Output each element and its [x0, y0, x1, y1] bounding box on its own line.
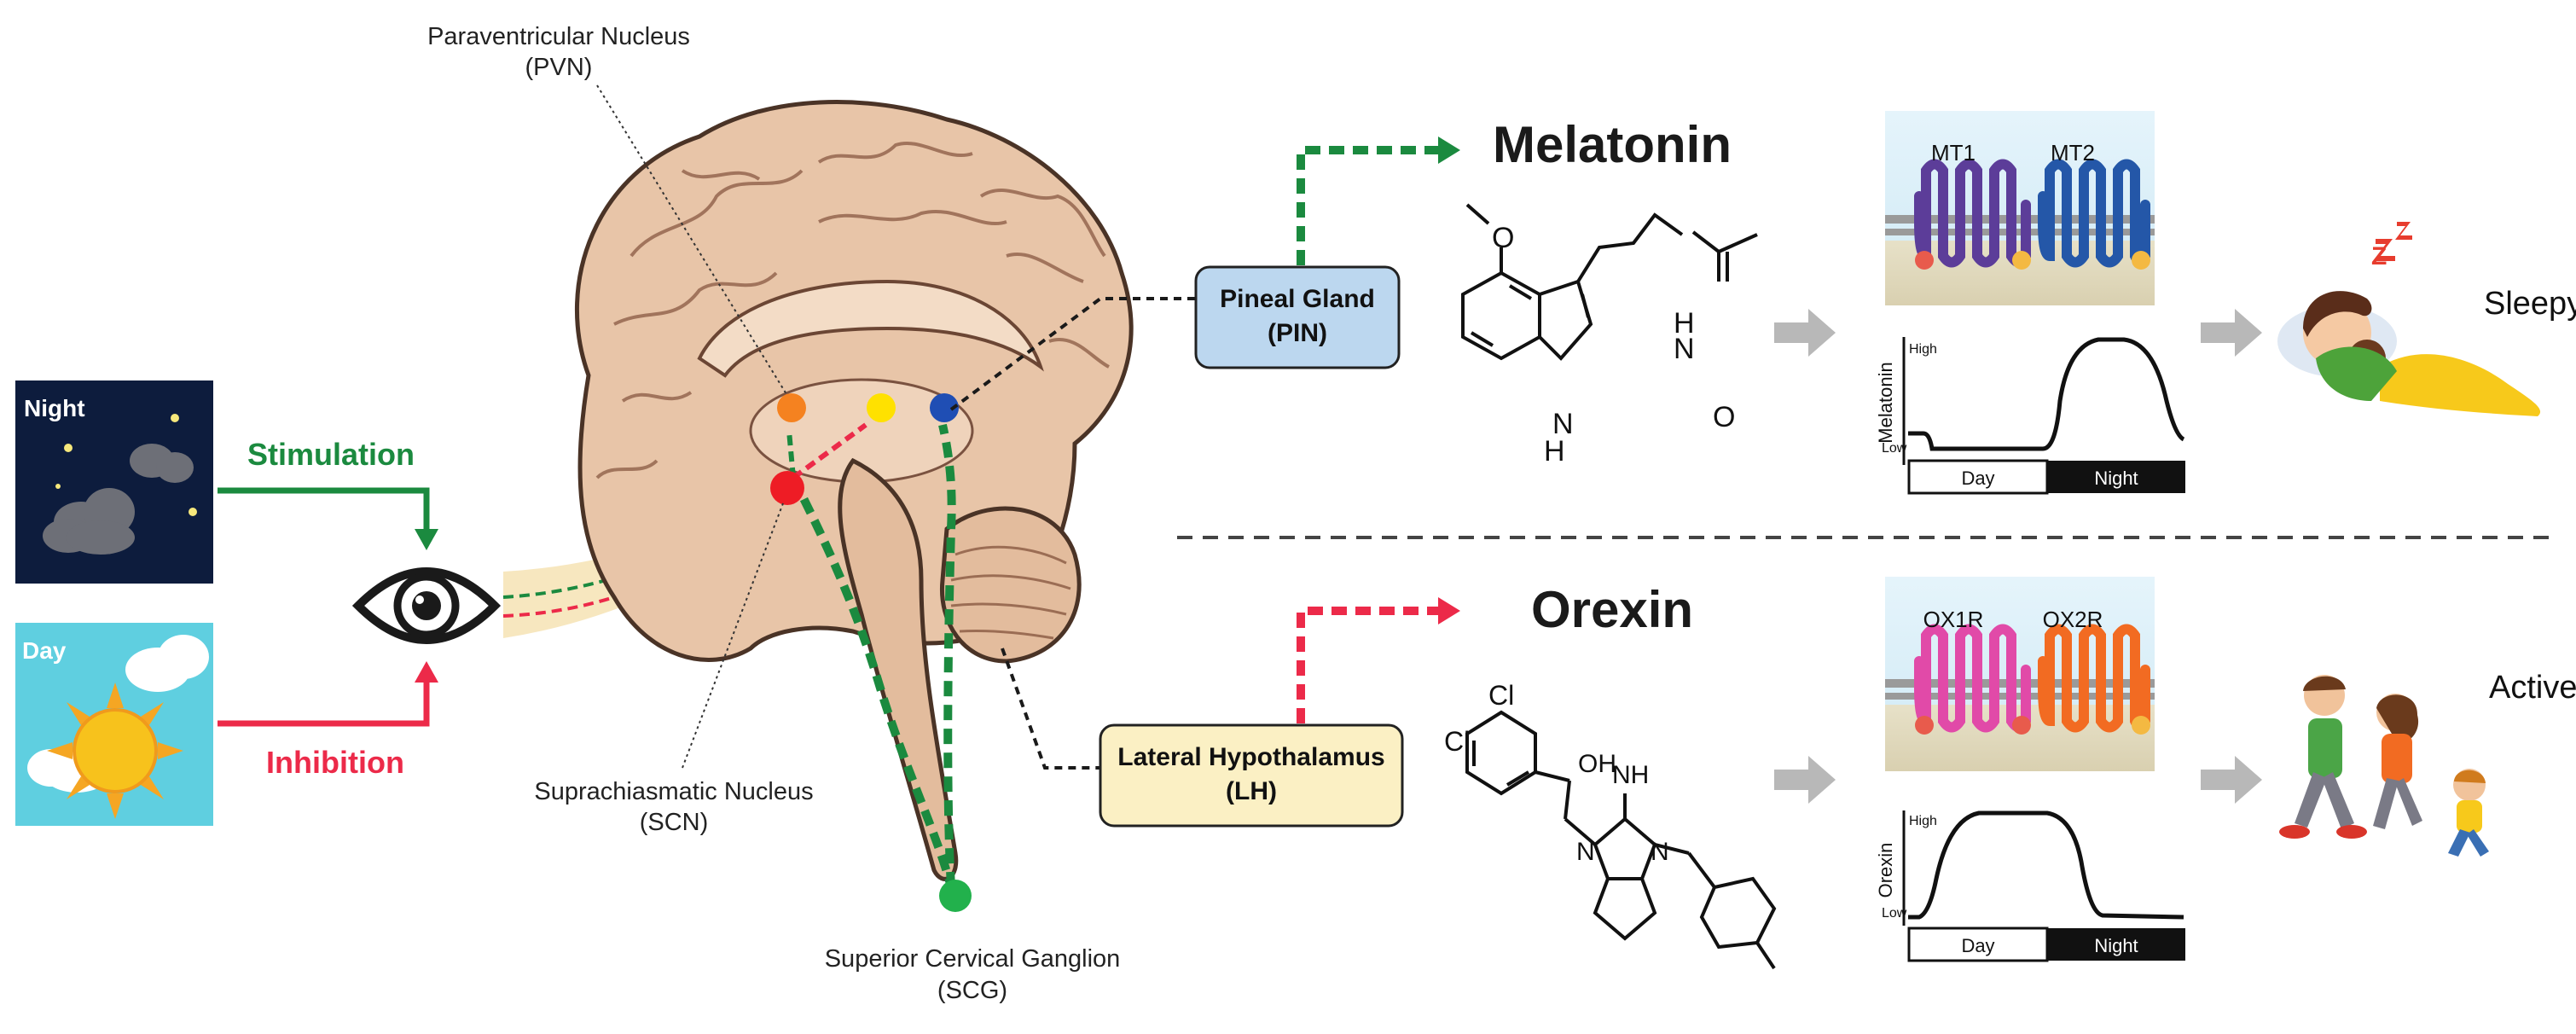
svg-text:Night: Night — [2094, 468, 2138, 489]
svg-text:H: H — [1674, 307, 1695, 340]
svg-text:Cl: Cl — [1488, 680, 1514, 711]
svg-text:Pineal Gland: Pineal Gland — [1220, 285, 1375, 313]
svg-text:Superior Cervical Ganglion: Superior Cervical Ganglion — [825, 945, 1121, 973]
melatonin-receptor-panel: MT1 MT2 — [1885, 111, 2155, 305]
svg-text:O: O — [1492, 222, 1514, 254]
running-family-icon — [2279, 675, 2489, 857]
svg-text:N: N — [1651, 838, 1669, 866]
eye-icon — [351, 567, 502, 644]
svg-text:Cl: Cl — [1444, 726, 1470, 757]
scn-label: Suprachiasmatic Nucleus (SCN) — [534, 502, 814, 836]
svg-text:(PVN): (PVN) — [525, 54, 593, 81]
svg-text:(SCN): (SCN) — [640, 809, 709, 836]
svg-text:Suprachiasmatic Nucleus: Suprachiasmatic Nucleus — [534, 778, 813, 805]
pineal-gland-box: Pineal Gland (PIN) — [949, 137, 1460, 411]
orexin-graph: Orexin High Low Day Night — [1875, 810, 2185, 962]
lh-nucleus — [867, 393, 896, 422]
svg-text:Low: Low — [1882, 441, 1907, 456]
scg-node — [939, 880, 972, 912]
melatonin-title: Melatonin — [1493, 116, 1732, 173]
svg-text:N: N — [1674, 333, 1695, 365]
svg-text:OH: OH — [1578, 750, 1616, 778]
svg-text:MT2: MT2 — [2051, 140, 2095, 166]
day-panel: Day — [15, 623, 213, 826]
svg-text:MT1: MT1 — [1931, 140, 1976, 166]
melatonin-structure: O H N N H O — [1461, 203, 1758, 468]
star-icon — [55, 414, 197, 516]
pin-nucleus — [930, 393, 959, 422]
stimulation-arrow: Stimulation — [218, 437, 438, 550]
svg-text:Day: Day — [1961, 935, 1994, 956]
svg-text:O: O — [1713, 401, 1735, 433]
orexin-structure: Cl Cl OH NH N N — [1444, 680, 1777, 970]
pvn-nucleus — [777, 393, 806, 422]
sleeping-child-icon: Z — [2277, 222, 2541, 416]
svg-text:H: H — [1544, 435, 1565, 468]
melatonin-graph: Melatonin High Low Day Night — [1875, 337, 2185, 495]
active-label: Active — [2489, 670, 2576, 706]
svg-text:Night: Night — [2094, 935, 2138, 956]
sleepy-label: Sleepy — [2484, 286, 2576, 322]
svg-text:Lateral Hypothalamus: Lateral Hypothalamus — [1117, 743, 1384, 771]
svg-text:High: High — [1909, 814, 1937, 828]
night-panel: Night — [15, 380, 213, 584]
flow-arrow — [1774, 309, 2262, 804]
pvn-label: Paraventricular Nucleus (PVN) — [427, 23, 787, 395]
cloud-icon — [43, 444, 194, 555]
sun-icon — [47, 683, 183, 819]
inhibition-arrow: Inhibition — [218, 661, 438, 780]
inhibition-label: Inhibition — [266, 745, 404, 780]
orexin-receptor-panel: OX1R OX2R — [1885, 577, 2155, 771]
svg-text:(SCG): (SCG) — [937, 977, 1007, 1004]
lateral-hypothalamus-box: Lateral Hypothalamus (LH) — [1001, 597, 1460, 828]
svg-text:(PIN): (PIN) — [1268, 319, 1327, 347]
melatonin-graph-ylabel: Melatonin — [1875, 362, 1896, 443]
svg-text:NH: NH — [1612, 761, 1649, 789]
svg-text:High: High — [1909, 342, 1937, 357]
orexin-graph-ylabel: Orexin — [1875, 843, 1896, 898]
scn-nucleus — [770, 471, 804, 505]
night-label: Night — [24, 395, 85, 421]
svg-text:(LH): (LH) — [1226, 777, 1277, 805]
svg-text:Paraventricular Nucleus: Paraventricular Nucleus — [427, 23, 690, 50]
day-label: Day — [22, 637, 67, 664]
svg-text:OX2R: OX2R — [2043, 607, 2103, 632]
svg-text:OX1R: OX1R — [1923, 607, 1984, 632]
svg-text:Low: Low — [1882, 906, 1907, 921]
brain-illustration — [575, 100, 1134, 912]
svg-text:Day: Day — [1961, 468, 1994, 489]
orexin-title: Orexin — [1531, 581, 1693, 638]
stimulation-label: Stimulation — [247, 437, 415, 472]
svg-text:N: N — [1576, 838, 1595, 866]
zz-icon — [2373, 222, 2412, 261]
scg-label: Superior Cervical Ganglion (SCG) — [825, 945, 1121, 1004]
svg-text:N: N — [1552, 408, 1574, 440]
